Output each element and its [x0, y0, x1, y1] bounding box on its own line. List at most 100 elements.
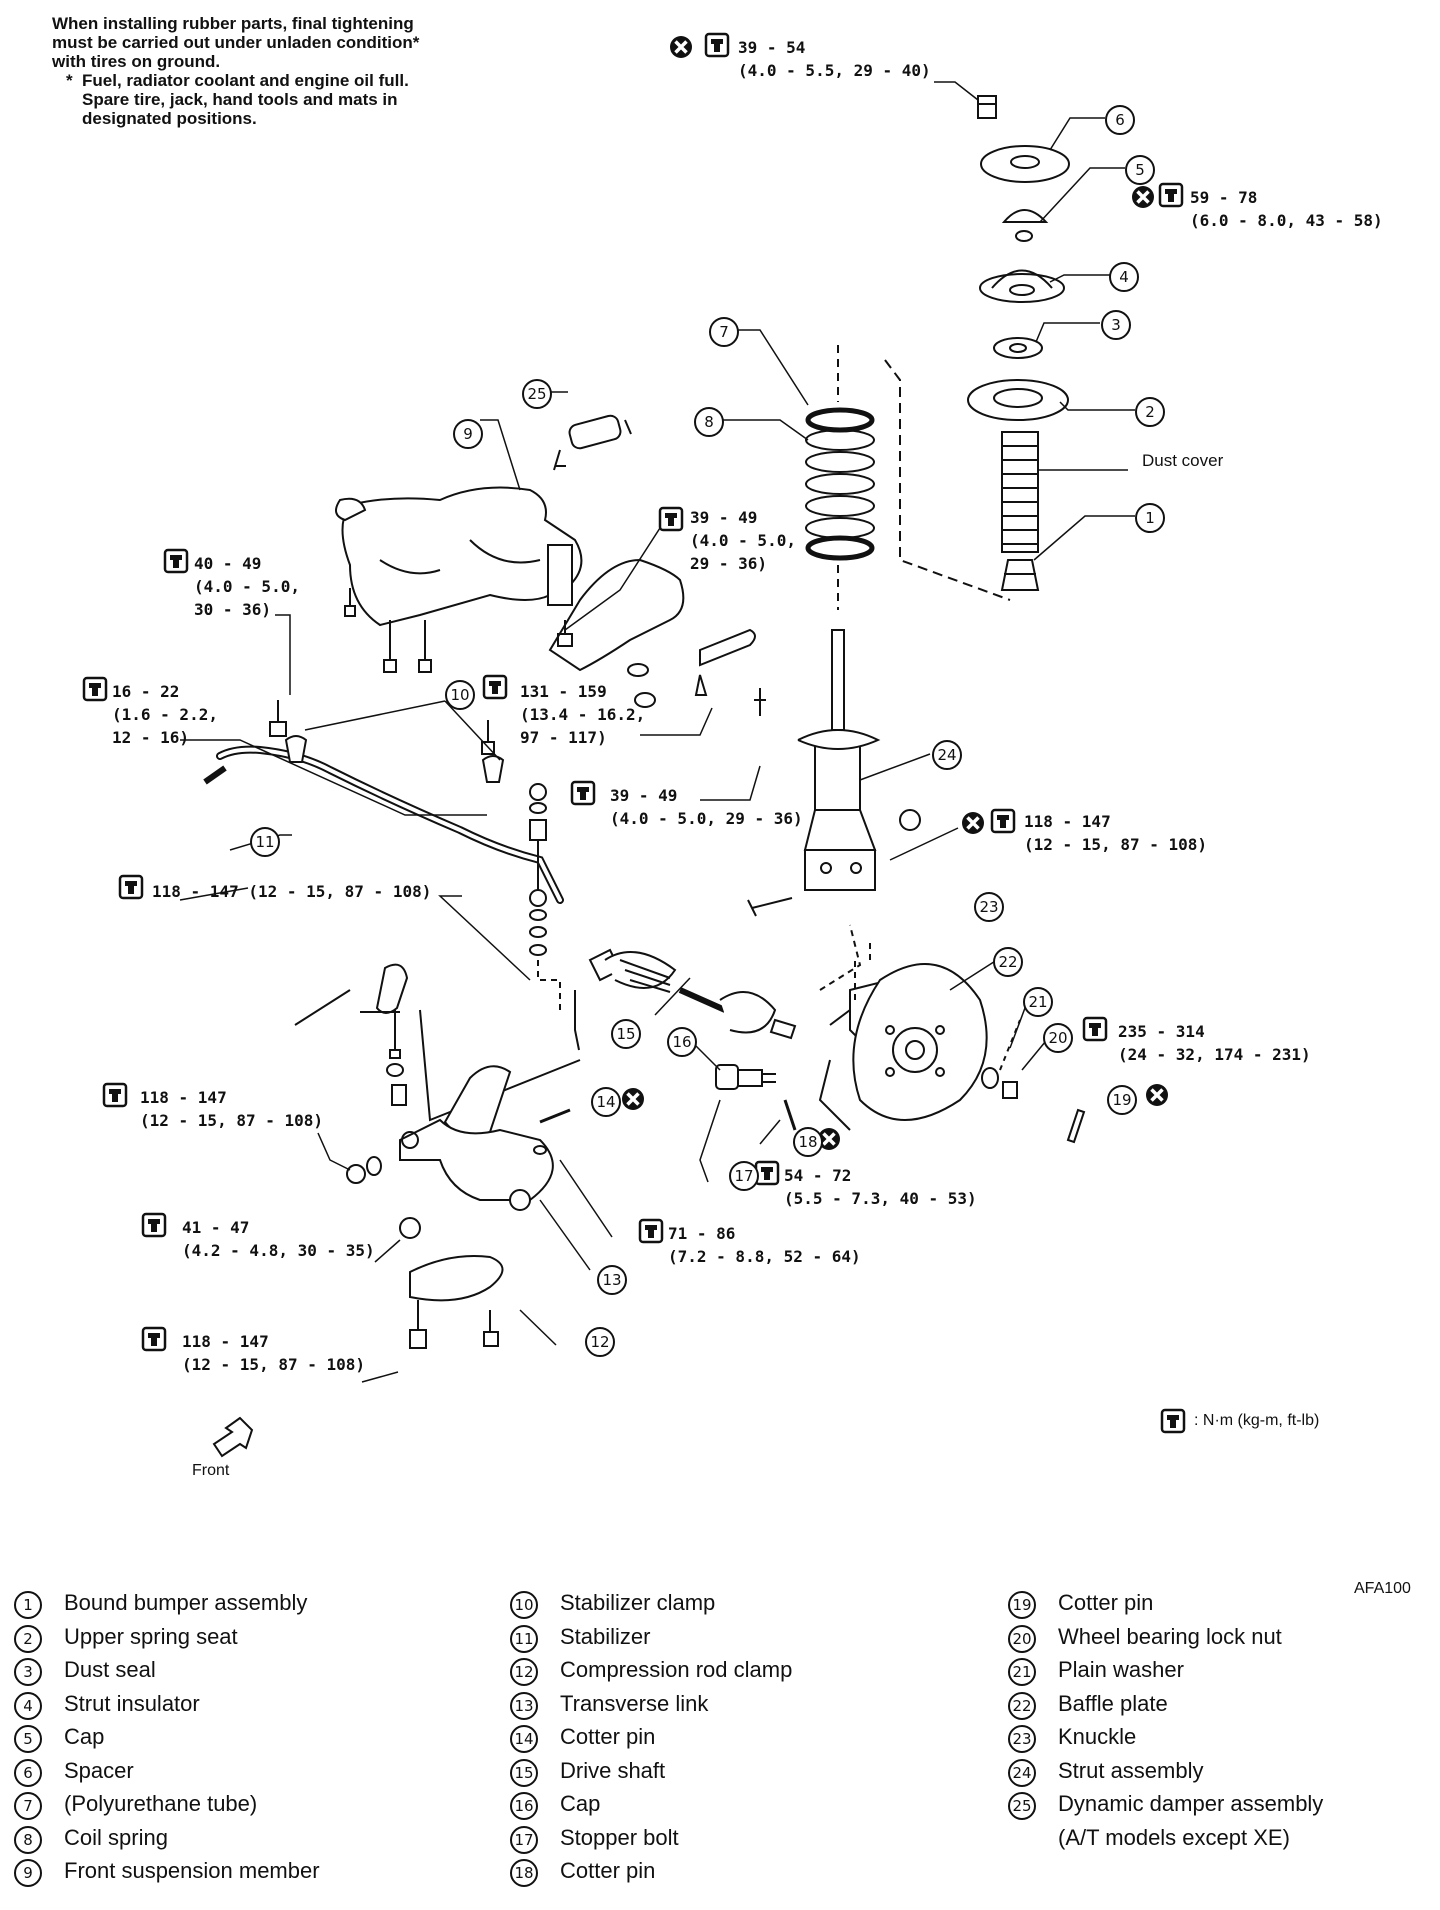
torque-spec: 118 - 147 (12 - 15, 87 - 108)	[152, 880, 431, 903]
torque-value: 39 - 49	[690, 508, 758, 527]
legend-item-name: Strut assembly	[1058, 1757, 1204, 1783]
torque-icon	[163, 548, 189, 574]
replace-part-icon	[620, 1086, 646, 1112]
legend-item-name: Cap	[560, 1791, 601, 1816]
torque-value: 41 - 47	[182, 1218, 250, 1237]
legend-item-name: Stabilizer clamp	[560, 1590, 716, 1615]
legend-item-name: Cotter pin	[560, 1858, 656, 1883]
torque-conversion: (4.0 - 5.0,	[690, 531, 796, 550]
callout-21: 21	[1023, 987, 1053, 1017]
hub-and-baffle-part	[818, 963, 988, 1131]
callout-16: 16	[667, 1027, 697, 1057]
note-line-text: Fuel, radiator coolant and engine oil fu…	[82, 71, 409, 90]
torque-icon	[990, 808, 1016, 834]
torque-spec: 40 - 49(4.0 - 5.0,30 - 36)	[194, 552, 300, 621]
torque-conversion: (4.0 - 5.0, 29 - 36)	[610, 809, 803, 828]
legend-item-number: 25	[1008, 1792, 1036, 1820]
callout-9: 9	[453, 419, 483, 449]
torque-value: 118 - 147 (12 - 15, 87 - 108)	[152, 882, 432, 901]
legend-item-number: 11	[510, 1624, 538, 1653]
legend-item-number: 10	[510, 1591, 538, 1619]
legend-item-name: Compression rod clamp	[560, 1657, 793, 1682]
strut-assembly-part	[797, 629, 881, 891]
callout-19: 19	[1107, 1085, 1137, 1115]
transverse-link-bushings	[346, 1108, 571, 1239]
strut-bolt	[747, 897, 793, 917]
spacer-part	[980, 145, 1070, 183]
legend-item-note: (A/T models except XE)	[1058, 1824, 1290, 1850]
torque-conversion: (7.2 - 8.8, 52 - 64)	[668, 1247, 861, 1266]
legend-item-name: Bound bumper assembly	[64, 1590, 308, 1615]
torque-icon	[704, 32, 730, 58]
torque-value: 131 - 159	[520, 682, 607, 701]
callout-10: 10	[445, 680, 475, 710]
suspension-member-bolts	[344, 588, 766, 716]
torque-icon	[118, 874, 144, 900]
legend-item-number: 7	[14, 1792, 42, 1820]
torque-conversion: (1.6 - 2.2,	[112, 705, 218, 724]
torque-conversion: 12 - 16)	[112, 728, 190, 747]
torque-icon	[482, 674, 508, 700]
torque-value: 118 - 147	[140, 1088, 227, 1107]
legend-item-number: 24	[1008, 1758, 1036, 1787]
torque-icon	[82, 676, 108, 702]
torque-value: 54 - 72	[784, 1166, 852, 1185]
strut-insulator-part	[979, 269, 1065, 303]
callout-1: 1	[1135, 503, 1165, 533]
torque-spec: 131 - 159(13.4 - 16.2,97 - 117)	[520, 680, 645, 749]
torque-value: 16 - 22	[112, 682, 180, 701]
torque-conversion: (6.0 - 8.0, 43 - 58)	[1190, 211, 1383, 230]
note-asterisk: *	[66, 71, 73, 90]
lock-nut-parts	[981, 1019, 1021, 1099]
torque-conversion: (12 - 15, 87 - 108)	[182, 1355, 366, 1374]
torque-conversion: (4.0 - 5.0,	[194, 577, 300, 596]
legend-item-name: Dynamic damper assembly	[1058, 1791, 1324, 1816]
legend-item-name: Cotter pin	[1058, 1590, 1154, 1615]
suspension-member-part	[335, 486, 685, 672]
top-nut	[977, 95, 997, 119]
strut-nut	[899, 809, 921, 831]
legend-item-name: Spacer	[64, 1757, 134, 1783]
torque-conversion: 29 - 36)	[690, 554, 768, 573]
callout-14: 14	[591, 1087, 621, 1117]
torque-value: 59 - 78	[1190, 188, 1258, 207]
compression-rod-bracket-part	[360, 963, 409, 1106]
unit-text: : N·m (kg-m, ft-lb)	[1194, 1412, 1320, 1429]
torque-value: 118 - 147	[182, 1332, 269, 1351]
legend-item-name: Wheel bearing lock nut	[1058, 1623, 1282, 1649]
legend-item-name: Stopper bolt	[560, 1824, 679, 1850]
torque-conversion: 30 - 36)	[194, 600, 272, 619]
cotter-pin-19-part	[1066, 1108, 1086, 1144]
note-line: must be carried out under unladen condit…	[52, 33, 420, 52]
torque-spec: 118 - 147(12 - 15, 87 - 108)	[1024, 810, 1207, 856]
torque-value: 39 - 54	[738, 38, 806, 57]
torque-icon	[1160, 1408, 1186, 1434]
torque-value: 71 - 86	[668, 1224, 736, 1243]
torque-spec: 235 - 314(24 - 32, 174 - 231)	[1118, 1020, 1311, 1066]
stabilizer-bar-part	[203, 745, 564, 904]
legend-item-name: (Polyurethane tube)	[64, 1791, 258, 1816]
figure-code: AFA100	[1354, 1580, 1411, 1597]
bound-bumper-part	[1000, 559, 1040, 591]
legend-item-number: 17	[510, 1825, 538, 1854]
torque-conversion: (24 - 32, 174 - 231)	[1118, 1045, 1311, 1064]
legend-item-number: 14	[510, 1725, 538, 1753]
dynamic-damper-part	[553, 414, 632, 471]
legend-item-number: 22	[1008, 1691, 1036, 1720]
replace-part-icon	[960, 810, 986, 836]
replace-part-icon	[1144, 1082, 1170, 1108]
